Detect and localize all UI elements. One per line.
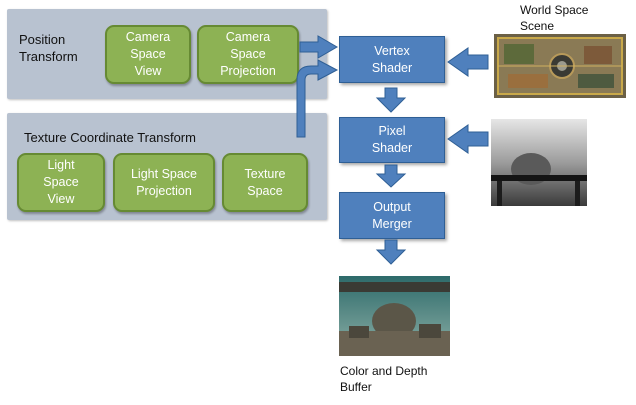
position-transform-title: Position Transform [19,32,78,64]
color-depth-buffer-image [339,276,450,356]
camera-space-projection-box: Camera Space Projection [197,25,299,84]
arrow-position-to-vertex [299,35,338,59]
texture-transform-title: Texture Coordinate Transform [24,130,196,145]
output-merger-box: Output Merger [339,192,445,239]
color-depth-buffer-label: Color and Depth Buffer [340,364,428,394]
light-space-view-box: Light Space View [17,153,105,212]
light-space-projection-box: Light Space Projection [113,153,215,212]
camera-space-view-box: Camera Space View [105,25,191,84]
arrow-vertex-to-pixel [375,87,407,113]
world-space-scene-label: World Space Scene [520,3,589,33]
arrow-scene-to-vertex [447,47,489,77]
pixel-shader-box: Pixel Shader [339,117,445,163]
vertex-shader-box: Vertex Shader [339,36,445,83]
depth-map-image [491,119,587,206]
world-space-scene-image [494,34,626,98]
arrow-pixel-to-output [375,164,407,188]
texture-space-box: Texture Space [222,153,308,212]
arrow-texture-to-vertex [296,59,339,138]
arrow-output-to-buffer [375,239,407,265]
arrow-depth-to-pixel [447,124,489,154]
